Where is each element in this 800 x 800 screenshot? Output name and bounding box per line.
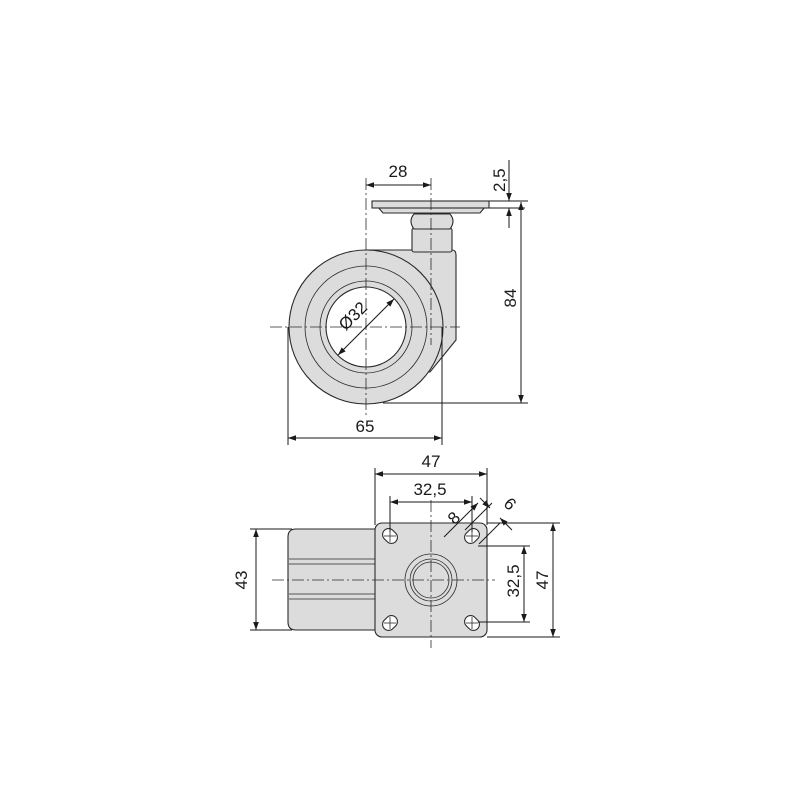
wheel-top-body (287, 528, 377, 631)
dim-label-2-5: 2,5 (490, 168, 509, 192)
dim-plate-width-47: 47 (374, 452, 488, 525)
top-view: 47 32,5 8 6 43 (232, 452, 560, 648)
dim-plate-thickness: 2,5 (489, 160, 528, 228)
dim-label-65: 65 (356, 417, 375, 436)
dim-label-32-5-side: 32,5 (504, 564, 523, 597)
top-plate (371, 200, 490, 209)
dim-label-84: 84 (501, 289, 520, 308)
dim-hole-spacing-x: 32,5 (389, 480, 473, 532)
dim-label-6: 6 (500, 494, 520, 514)
swivel-stem (411, 227, 453, 253)
dim-label-43: 43 (232, 571, 251, 590)
dim-wheel-width-43: 43 (232, 528, 292, 631)
dim-height-84: 84 (383, 202, 528, 404)
dim-plate-depth-47: 47 (487, 522, 560, 638)
dim-slot-width-6: 6 (479, 494, 520, 531)
mounting-slot-bottom-right (464, 615, 480, 631)
mounting-slot-top-right (464, 528, 480, 544)
dim-label-47-side: 47 (533, 571, 552, 590)
dim-wheel-diameter: 65 (287, 327, 443, 445)
mounting-slot-top-left (382, 528, 398, 544)
side-view: 28 2,5 84 Ø32 65 (270, 160, 528, 445)
dim-hole-spacing-y: 32,5 (478, 545, 530, 623)
dim-label-47-top: 47 (422, 452, 441, 471)
swivel-bearing (410, 213, 454, 230)
dim-label-32-5-top: 32,5 (413, 480, 446, 499)
dim-offset-28: 28 (366, 162, 431, 188)
mounting-slot-bottom-left (382, 615, 398, 631)
dim-label-28: 28 (389, 162, 408, 181)
